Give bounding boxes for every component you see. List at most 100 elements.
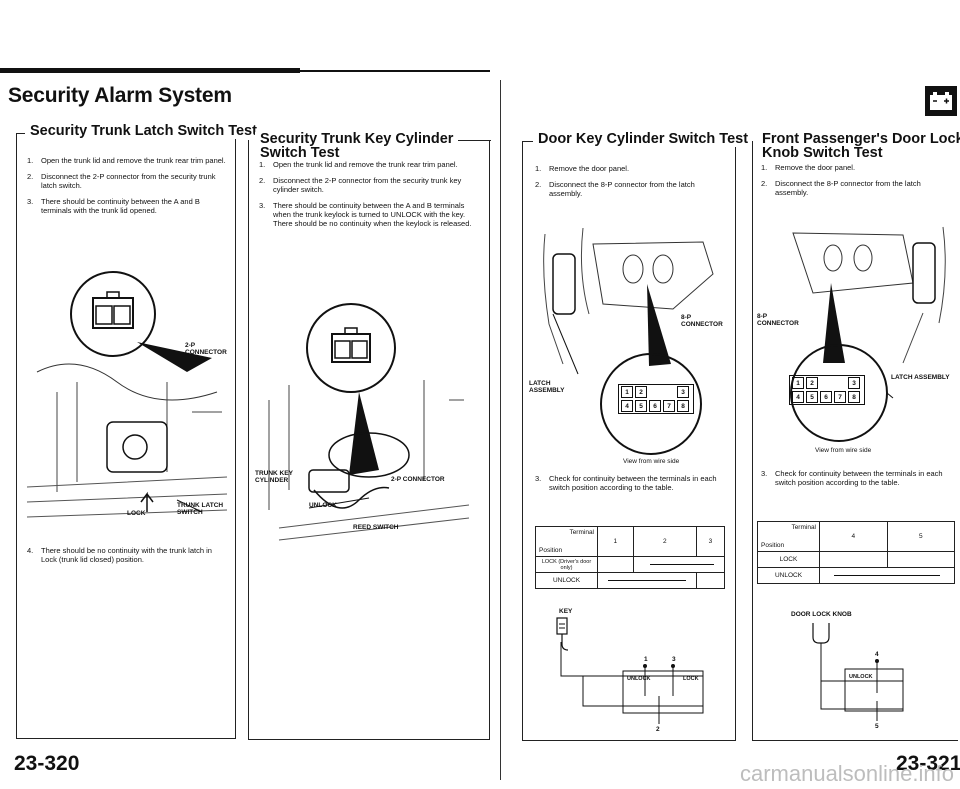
cylinder-reed-label: REED SWITCH bbox=[353, 524, 399, 531]
passenger-connector-label: 8-P CONNECTOR bbox=[757, 313, 799, 327]
door-key-connector-label: 8-P CONNECTOR bbox=[681, 314, 723, 328]
diagram-terminal-2: 2 bbox=[656, 726, 660, 733]
door-key-test-title: Door Key Cylinder Switch Test bbox=[533, 131, 754, 147]
table-header: 4 bbox=[819, 521, 888, 552]
latch-test-steps: 1.Open the trunk lid and remove the trun… bbox=[27, 156, 227, 222]
table-row-label: LOCK (Driver's door only) bbox=[535, 556, 598, 573]
list-item: 3.There should be continuity between the… bbox=[27, 197, 200, 215]
pin-6: 6 bbox=[649, 400, 661, 412]
door-key-continuity-table: Terminal Position 1 2 3 LOCK (Driver's d… bbox=[535, 526, 726, 589]
pin-1: 1 bbox=[621, 386, 633, 398]
passenger-pin-block: 1 2 3 4 5 6 7 8 bbox=[789, 375, 865, 405]
continuity-mark bbox=[643, 561, 714, 568]
diagram-terminal-5: 5 bbox=[875, 723, 879, 730]
diagram-unlock-label: UNLOCK bbox=[627, 676, 651, 682]
table-row: UNLOCK bbox=[757, 567, 955, 584]
list-item: 1.Remove the door panel. bbox=[761, 163, 856, 172]
table-header: 1 bbox=[597, 526, 634, 557]
key-switch-diagram bbox=[556, 617, 704, 724]
page-number-left: 23-320 bbox=[14, 752, 80, 775]
pin-7: 7 bbox=[834, 391, 846, 403]
table-row-label: LOCK bbox=[757, 551, 820, 568]
table-header: 5 bbox=[886, 521, 955, 552]
pin-5: 5 bbox=[806, 391, 818, 403]
door-key-test-steps: 1.Remove the door panel. 2.Disconnect th… bbox=[535, 164, 730, 205]
diagram-lock-label: LOCK bbox=[683, 676, 699, 682]
list-item: 2.Disconnect the 2-P connector from the … bbox=[259, 176, 462, 194]
latch-test-panel: Security Trunk Latch Switch Test 1.Open … bbox=[16, 123, 262, 739]
door-key-illustration bbox=[543, 227, 714, 455]
pin-8: 8 bbox=[677, 400, 689, 412]
list-item: 1.Open the trunk lid and remove the trun… bbox=[259, 160, 458, 169]
pin-6: 6 bbox=[820, 391, 832, 403]
list-item: 4.There should be no continuity with the… bbox=[27, 546, 212, 564]
diagram-unlock-label: UNLOCK bbox=[849, 674, 873, 680]
diagram-terminal-1: 1 bbox=[644, 656, 648, 663]
passenger-test-title: Front Passenger's Door Lock Knob Switch … bbox=[757, 132, 960, 160]
table-header: 3 bbox=[695, 526, 726, 557]
list-item: 1.Remove the door panel. bbox=[535, 164, 630, 173]
chapter-title: Security Alarm System bbox=[8, 84, 232, 107]
pin-3: 3 bbox=[848, 377, 860, 389]
pin-3: 3 bbox=[677, 386, 689, 398]
pin-2: 2 bbox=[806, 377, 818, 389]
header-rule bbox=[0, 68, 300, 73]
table-row: UNLOCK bbox=[535, 572, 726, 589]
cylinder-unlock-label: UNLOCK bbox=[309, 502, 337, 509]
list-item: 2.Disconnect the 2-P connector from the … bbox=[27, 172, 216, 190]
table-header: 2 bbox=[632, 526, 697, 557]
table-row: LOCK (Driver's door only) bbox=[535, 556, 726, 573]
door-key-latch-label: LATCH ASSEMBLY bbox=[529, 380, 565, 394]
cylinder-connector-label: 2-P CONNECTOR bbox=[391, 476, 445, 483]
pin-4: 4 bbox=[792, 391, 804, 403]
door-key-pin-block: 1 2 3 4 5 6 7 8 bbox=[618, 384, 694, 414]
latch-lock-label: LOCK bbox=[127, 510, 146, 517]
passenger-test-panel: Front Passenger's Door Lock Knob Switch … bbox=[752, 132, 960, 741]
pin-2: 2 bbox=[635, 386, 647, 398]
diagram-terminal-3: 3 bbox=[672, 656, 676, 663]
page-number-right: 23-321 bbox=[896, 752, 960, 775]
latch-test-title: Security Trunk Latch Switch Test bbox=[25, 123, 262, 139]
passenger-continuity-table: Terminal Position 4 5 LOCK UNLOCK bbox=[757, 521, 955, 584]
cylinder-key-label: TRUNK KEY CYLINDER bbox=[255, 470, 293, 484]
page-spine bbox=[500, 80, 501, 780]
table-header-corner: Terminal Position bbox=[757, 521, 820, 552]
continuity-mark bbox=[608, 577, 686, 584]
passenger-illustration bbox=[790, 226, 946, 442]
cylinder-test-panel: Security Trunk Key Cylinder Switch Test … bbox=[248, 132, 491, 740]
diagram-terminal-4: 4 bbox=[875, 651, 879, 658]
table-row: Terminal Position 4 5 bbox=[757, 521, 955, 552]
header-rule-thin bbox=[300, 70, 490, 72]
table-row: LOCK bbox=[757, 551, 955, 568]
door-lock-knob-label: DOOR LOCK KNOB bbox=[791, 611, 852, 618]
passenger-test-step3: 3.Check for continuity between the termi… bbox=[761, 469, 957, 494]
table-row-label: UNLOCK bbox=[757, 567, 820, 584]
pin-4: 4 bbox=[621, 400, 633, 412]
door-key-test-panel: Door Key Cylinder Switch Test 1.Remove t… bbox=[522, 131, 754, 741]
table-row-label: UNLOCK bbox=[535, 572, 598, 589]
watermark: carmanualsonline.info bbox=[739, 761, 954, 786]
pin-1: 1 bbox=[792, 377, 804, 389]
cylinder-illustration bbox=[268, 303, 470, 541]
passenger-latch-label: LATCH ASSEMBLY bbox=[891, 374, 950, 381]
cylinder-test-steps: 1.Open the trunk lid and remove the trun… bbox=[259, 160, 481, 235]
list-item: 3.There should be continuity between the… bbox=[259, 201, 472, 228]
pin-8: 8 bbox=[848, 391, 860, 403]
latch-connector-label: 2-P CONNECTOR bbox=[185, 342, 227, 356]
door-key-test-step3: 3.Check for continuity between the termi… bbox=[535, 474, 730, 499]
knob-switch-diagram bbox=[812, 623, 904, 721]
battery-icon bbox=[925, 86, 957, 116]
list-item: 2.Disconnect the 8-P connector from the … bbox=[535, 180, 695, 198]
latch-illustration bbox=[26, 271, 228, 518]
latch-test-step4: 4.There should be no continuity with the… bbox=[27, 546, 227, 571]
cylinder-test-title: Security Trunk Key Cylinder Switch Test bbox=[255, 132, 459, 160]
list-item: 2.Disconnect the 8-P connector from the … bbox=[761, 179, 921, 197]
latch-switch-label: TRUNK LATCH SWITCH bbox=[177, 502, 224, 516]
table-header-corner: Terminal Position bbox=[535, 526, 598, 557]
continuity-mark bbox=[834, 572, 940, 579]
key-label: KEY bbox=[559, 608, 573, 615]
pin-5: 5 bbox=[635, 400, 647, 412]
list-item: 1.Open the trunk lid and remove the trun… bbox=[27, 156, 226, 165]
view-caption: View from wire side bbox=[623, 458, 680, 465]
list-item: 3.Check for continuity between the termi… bbox=[535, 474, 717, 492]
